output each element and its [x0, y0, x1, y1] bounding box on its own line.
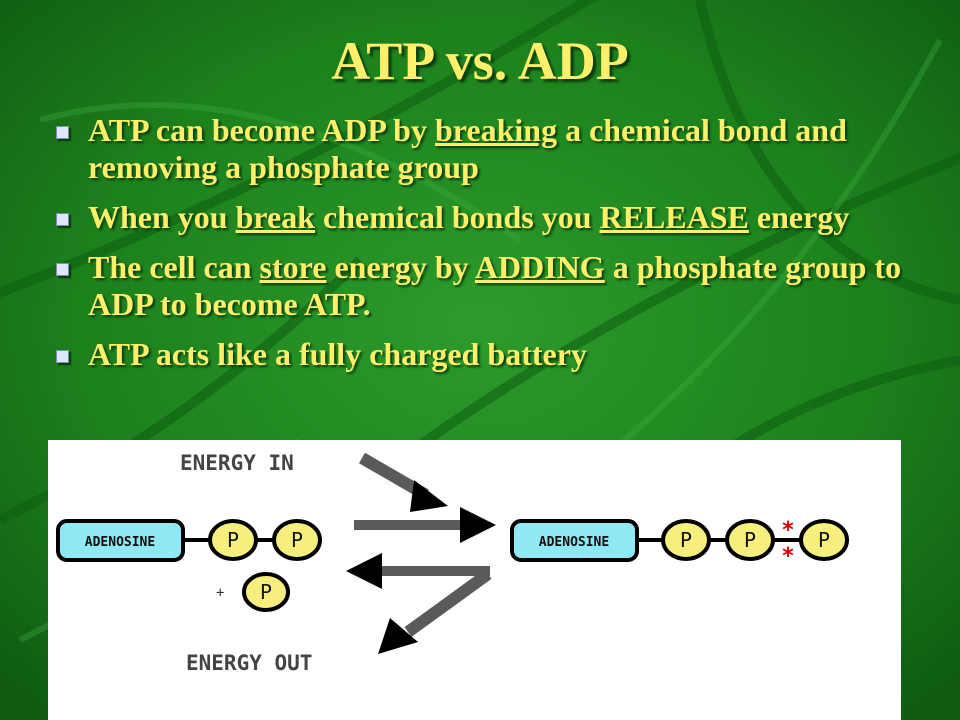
square-bullet-icon	[56, 126, 69, 139]
phosphate-label: P	[680, 528, 692, 552]
emphasis-word: break	[235, 199, 316, 235]
phosphate-label: P	[818, 528, 830, 552]
emphasis-word: store	[259, 249, 327, 285]
energy-out-label: ENERGY OUT	[186, 651, 312, 675]
bullet-text: When you break chemical bonds you RELEAS…	[88, 199, 850, 235]
emphasis-word: RELEASE	[599, 199, 749, 235]
bullet-text: ATP can become ADP by breaking a chemica…	[88, 112, 847, 185]
atp-molecule: ADENOSINE P P * * P	[510, 518, 849, 569]
square-bullet-icon	[56, 350, 69, 363]
emphasis-word: ADDING	[474, 249, 605, 285]
bullet-item-1: ATP can become ADP by breaking a chemica…	[50, 112, 930, 186]
phosphate-label: P	[291, 528, 303, 552]
adenosine-label: ADENOSINE	[85, 535, 155, 550]
free-phosphate-circle	[242, 572, 290, 612]
energy-out-arrow	[378, 569, 492, 654]
plus-sign: +	[216, 585, 224, 601]
bullet-item-4: ATP acts like a fully charged battery	[50, 336, 930, 373]
emphasis-word: breaking	[434, 112, 558, 148]
adp-molecule: ADENOSINE P P	[56, 519, 322, 562]
adenosine-label: ADENOSINE	[539, 535, 609, 550]
bullet-text: The cell can store energy by ADDING a ph…	[88, 249, 902, 322]
bond-star-icon: *	[781, 544, 794, 569]
phosphate-circle	[272, 519, 322, 561]
energy-in-arrow	[358, 452, 448, 512]
diagram-svg: ENERGY IN ENERGY OUT ADENOSINE P P + P	[56, 451, 849, 675]
bullet-text: ATP acts like a fully charged battery	[88, 336, 587, 372]
bullet-list: ATP can become ADP by breaking a chemica…	[50, 112, 930, 386]
energy-in-label: ENERGY IN	[180, 451, 294, 475]
phosphate-label: P	[260, 580, 272, 604]
phosphate-label: P	[227, 528, 239, 552]
square-bullet-icon	[56, 263, 69, 276]
phosphate-label: P	[744, 528, 756, 552]
atp-adp-cycle-diagram: ENERGY IN ENERGY OUT ADENOSINE P P + P	[48, 440, 901, 720]
bullet-item-3: The cell can store energy by ADDING a ph…	[50, 249, 930, 323]
phosphate-circle	[799, 519, 849, 561]
square-bullet-icon	[56, 213, 69, 226]
slide-title: ATP vs. ADP	[331, 31, 629, 91]
forward-arrow	[354, 507, 496, 543]
bond-star-icon: *	[781, 518, 794, 543]
backward-arrow	[346, 553, 490, 589]
bullet-item-2: When you break chemical bonds you RELEAS…	[50, 199, 930, 236]
